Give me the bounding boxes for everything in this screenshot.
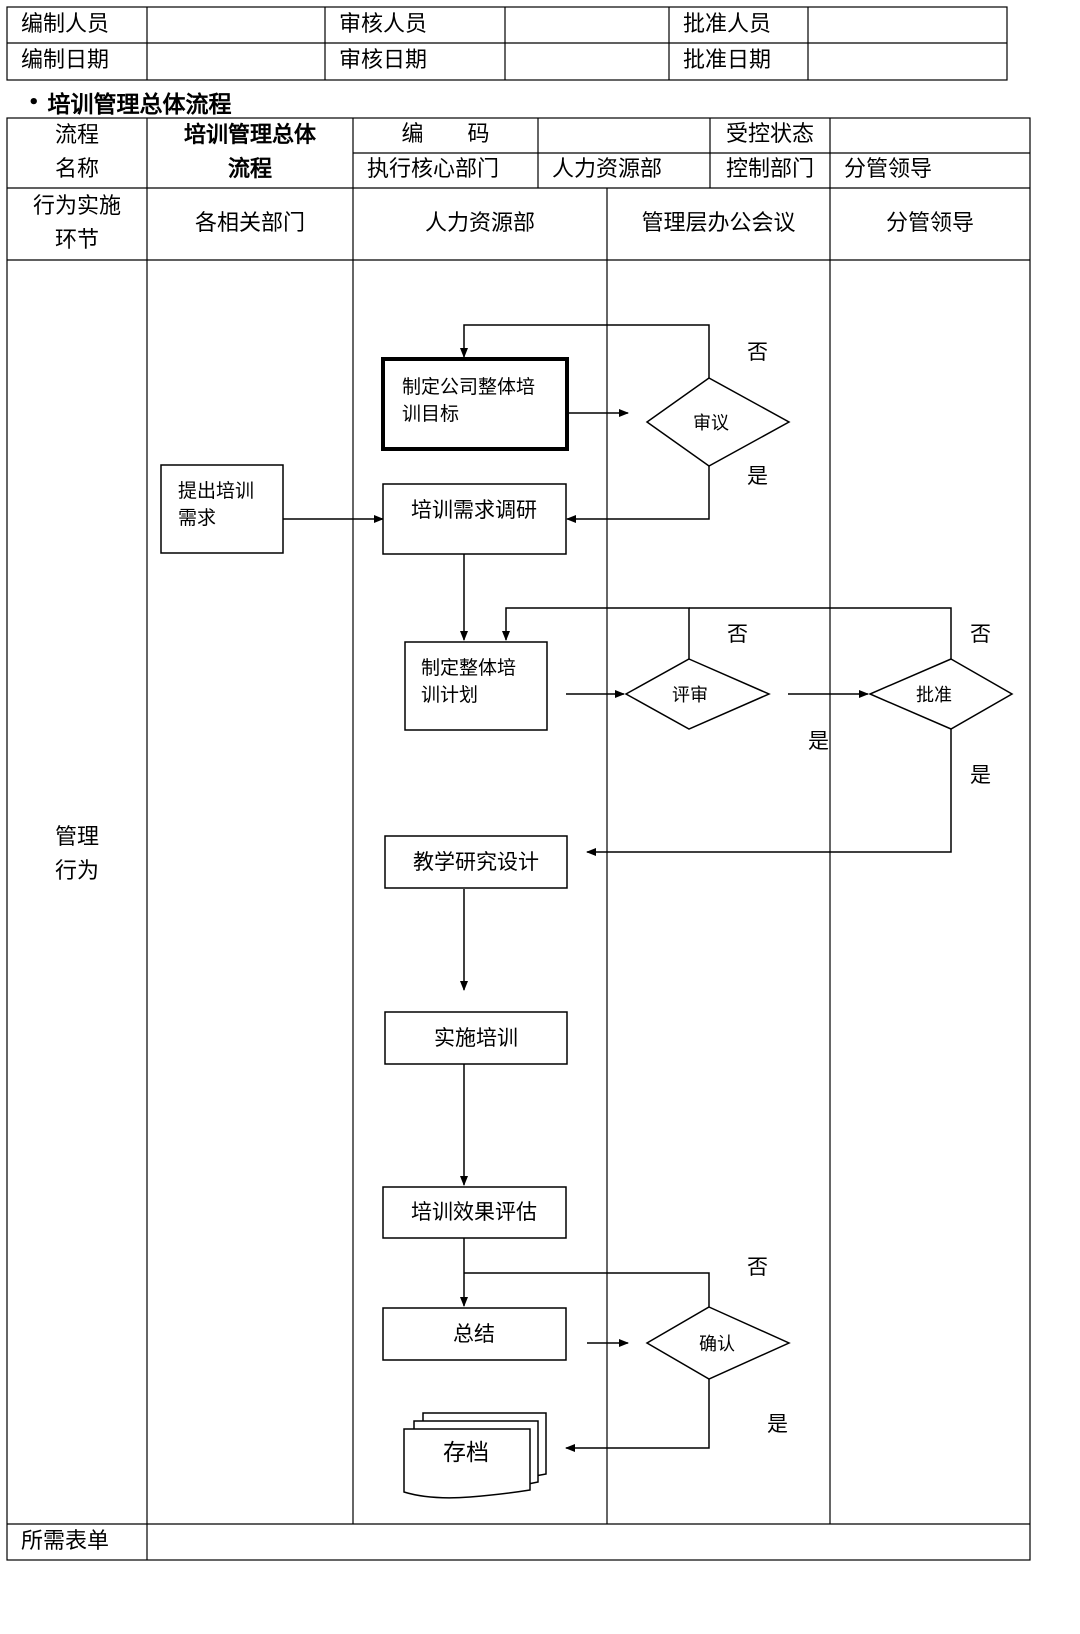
label-approve-no: 否 bbox=[970, 622, 991, 646]
arrow-approve-yes bbox=[586, 729, 952, 856]
node-approve: 批准 bbox=[868, 658, 1014, 730]
archive-doc-front bbox=[403, 1428, 531, 1499]
propose-need-text-2: 需求 bbox=[178, 507, 216, 529]
approve-diamond bbox=[868, 658, 1014, 730]
make-plan-box bbox=[404, 641, 548, 731]
section-title-text: 培训管理总体流程 bbox=[47, 92, 232, 118]
set-goal-box bbox=[381, 357, 569, 451]
node-propose-need: 提出培训 需求 bbox=[160, 464, 284, 554]
flow-name-label-line1: 流程 bbox=[54, 122, 99, 148]
node-summary: 总结 bbox=[382, 1307, 567, 1361]
evaluate-text: 培训效果评估 bbox=[411, 1200, 537, 1224]
control-status-label: 受控状态 bbox=[725, 122, 814, 148]
node-confirm: 确认 bbox=[645, 1306, 791, 1380]
node-need-survey: 培训需求调研 bbox=[382, 483, 567, 555]
lane-header-hr: 人力资源部 bbox=[424, 210, 535, 236]
arrow-confirm-yes bbox=[565, 1379, 710, 1452]
lane-header-leader: 分管领导 bbox=[885, 210, 974, 236]
exec-dept-label: 执行核心部门 bbox=[367, 157, 500, 183]
arrow-deliberate-yes bbox=[566, 466, 710, 523]
stage-line2: 行为 bbox=[54, 859, 99, 884]
lane-header-management-meeting: 管理层办公会议 bbox=[641, 210, 796, 236]
set-goal-text-1: 制定公司整体培 bbox=[402, 376, 535, 398]
need-survey-text: 培训需求调研 bbox=[411, 498, 537, 522]
stage-header-line2: 环节 bbox=[54, 228, 99, 253]
edge-labels: 否 是 否 否 是 是 否 是 bbox=[727, 340, 991, 1436]
flow-name-label: 流程 名称 bbox=[7, 118, 147, 188]
node-design: 教学研究设计 bbox=[384, 835, 568, 889]
forms-label: 所需表单 bbox=[21, 1528, 110, 1554]
node-evaluate: 培训效果评估 bbox=[382, 1186, 567, 1239]
label-deliberate-yes: 是 bbox=[747, 464, 768, 488]
propose-need-text-1: 提出培训 bbox=[178, 480, 254, 502]
bullet-icon: • bbox=[28, 91, 40, 113]
approve-date-label: 批准日期 bbox=[683, 48, 772, 74]
confirm-diamond bbox=[645, 1306, 791, 1380]
label-confirm-no: 否 bbox=[747, 1255, 768, 1279]
implement-text: 实施培训 bbox=[434, 1026, 518, 1050]
label-deliberate-no: 否 bbox=[747, 340, 768, 364]
need-survey-box bbox=[382, 483, 567, 555]
flow-name-value: 培训管理总体 流程 bbox=[147, 118, 353, 188]
node-make-plan: 制定整体培 训计划 bbox=[404, 641, 548, 731]
reviewer-label: 审核人员 bbox=[339, 11, 428, 37]
review-text: 评审 bbox=[672, 685, 708, 706]
arrow-confirm-no-loop bbox=[464, 1272, 710, 1307]
flow-name-value-line1: 培训管理总体 bbox=[183, 122, 316, 148]
stage-line1: 管理 bbox=[54, 824, 99, 850]
make-plan-text-2: 训计划 bbox=[421, 684, 478, 706]
compile-date-label: 编制日期 bbox=[21, 48, 110, 74]
archive-text: 存档 bbox=[443, 1440, 489, 1466]
deliberate-diamond bbox=[645, 377, 791, 467]
label-review-yes: 是 bbox=[808, 729, 829, 753]
node-set-training-goal: 制定公司整体培 训目标 bbox=[381, 357, 569, 451]
node-review: 评审 bbox=[624, 658, 771, 730]
stage-management-behavior: 管理 行为 bbox=[7, 818, 147, 892]
code-label: 编 码 bbox=[401, 122, 490, 148]
confirm-text: 确认 bbox=[699, 1334, 735, 1355]
node-implement: 实施培训 bbox=[384, 1011, 568, 1065]
implement-box bbox=[384, 1011, 568, 1065]
stage-header-line1: 行为实施 bbox=[32, 193, 121, 219]
arrow-deliberate-no-loop bbox=[460, 324, 710, 378]
review-date-label: 审核日期 bbox=[339, 48, 428, 74]
propose-need-box bbox=[160, 464, 284, 554]
exec-dept-value: 人力资源部 bbox=[552, 157, 663, 183]
control-dept-label: 控制部门 bbox=[725, 157, 814, 183]
summary-box bbox=[382, 1307, 567, 1361]
arrow-review-no-loop bbox=[502, 607, 690, 659]
deliberate-text: 审议 bbox=[693, 413, 729, 434]
lane-header-related-depts: 各相关部门 bbox=[194, 210, 305, 236]
approver-label: 批准人员 bbox=[683, 11, 772, 37]
label-approve-yes: 是 bbox=[970, 763, 991, 787]
main-table-border bbox=[6, 117, 1031, 1561]
review-diamond bbox=[624, 658, 771, 730]
arrow-approve-no-loop bbox=[689, 607, 952, 659]
summary-text: 总结 bbox=[453, 1322, 495, 1346]
node-deliberate: 审议 bbox=[645, 377, 791, 467]
set-goal-text-2: 训目标 bbox=[402, 403, 459, 425]
connectors bbox=[283, 324, 952, 1452]
flow-name-label-line2: 名称 bbox=[54, 157, 99, 182]
design-box bbox=[384, 835, 568, 889]
section-title: • 培训管理总体流程 bbox=[28, 86, 232, 119]
design-text: 教学研究设计 bbox=[413, 850, 539, 874]
flow-name-value-line2: 流程 bbox=[227, 157, 272, 182]
make-plan-text-1: 制定整体培 bbox=[421, 657, 516, 679]
table-grid bbox=[6, 6, 1031, 1561]
approve-text: 批准 bbox=[916, 685, 952, 706]
control-dept-value: 分管领导 bbox=[844, 157, 933, 183]
label-review-no: 否 bbox=[727, 622, 748, 646]
node-archive: 存档 bbox=[403, 1412, 547, 1499]
stage-header: 行为实施 环节 bbox=[7, 188, 147, 260]
label-confirm-yes: 是 bbox=[767, 1412, 788, 1436]
evaluate-box bbox=[382, 1186, 567, 1239]
compiler-label: 编制人员 bbox=[21, 11, 110, 37]
